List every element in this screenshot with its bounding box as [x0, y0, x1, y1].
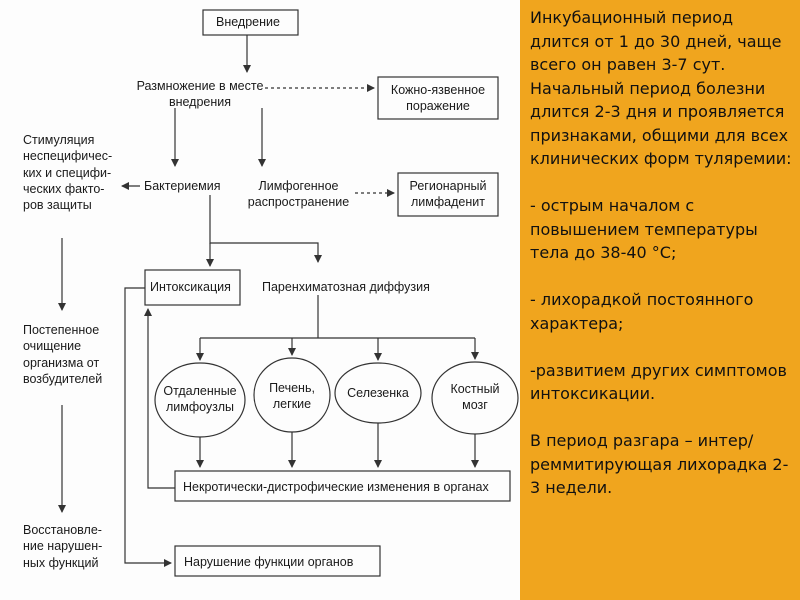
box-vnedrenie — [202, 9, 299, 36]
diagram-connectors — [58, 9, 519, 577]
node-intoksikaciya: Интоксикация — [150, 280, 231, 294]
node-regionarny: Регионарный лимфаденит — [409, 179, 487, 210]
node-kostny: Костный мозг — [450, 382, 500, 413]
node-selezenka: Селезенка — [347, 386, 409, 400]
node-vnedrenie: Внедрение — [216, 15, 280, 29]
node-parenhimatoznaya: Паренхиматозная диффузия — [262, 280, 430, 294]
description-text: Инкубационный период длится от 1 до 30 д… — [530, 8, 792, 497]
node-bakteriemiya: Бактериемия — [144, 179, 221, 193]
side-vosstanovlenie: Восстановле- ние нарушен- ных функций — [23, 523, 103, 570]
box-nekroticheski — [174, 470, 511, 502]
node-kozhno: Кожно-язвенное поражение — [390, 83, 486, 114]
box-kozhno — [377, 76, 499, 120]
node-nekroticheski: Некротически-дистрофические изменения в … — [183, 480, 489, 494]
node-pechen: Печень, легкие — [269, 381, 315, 412]
node-otdalennye: Отдаленные лимфоузлы — [163, 384, 237, 415]
node-razmnozhenie: Размножение в месте внедрения — [136, 79, 264, 110]
pathogenesis-diagram: Внедрение Размножение в месте внедрения … — [23, 9, 519, 577]
node-narushenie: Нарушение функции органов — [184, 555, 354, 569]
box-regionarny — [397, 172, 499, 217]
side-postepennoe: Постепенное очищение организма от возбуд… — [23, 323, 103, 386]
description-panel: Инкубационный период длится от 1 до 30 д… — [520, 0, 800, 600]
box-narushenie — [174, 545, 381, 577]
node-limfogennoe: Лимфогенное распространение — [247, 179, 350, 210]
side-stimulyaciya: Стимуляция неспецифичес- ких и специфи- … — [23, 133, 113, 212]
